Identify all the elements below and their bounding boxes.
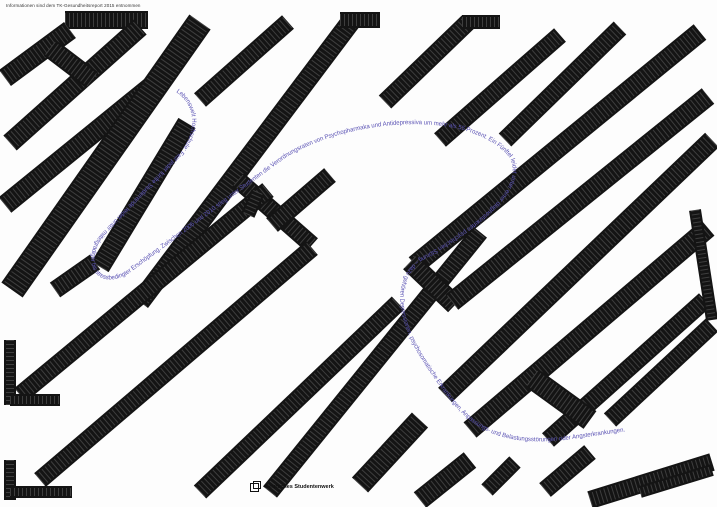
source-credit: Informationen sind dem TK-Gesundheitsrep… — [6, 3, 141, 8]
tape-strip — [266, 168, 336, 232]
tape-texture — [409, 25, 706, 272]
tape-texture — [415, 453, 475, 507]
tape-strip — [14, 183, 274, 402]
tape-texture — [50, 256, 100, 296]
tape-strip — [262, 226, 488, 498]
tape-texture — [353, 413, 427, 492]
tape-texture — [0, 23, 75, 85]
tape-strip — [463, 220, 715, 438]
tape-strip — [689, 209, 717, 321]
tape-texture — [243, 190, 263, 217]
tape-strip — [241, 189, 265, 218]
tape-strip — [603, 318, 717, 427]
tape-strip — [49, 254, 101, 298]
tape-strip — [413, 452, 477, 507]
tape-texture — [691, 209, 716, 321]
tape-strip — [378, 15, 475, 109]
tape-texture — [380, 16, 473, 108]
tape-strip — [638, 464, 714, 498]
tape-texture — [2, 15, 210, 297]
tape-strip — [408, 24, 707, 273]
tape-texture — [45, 41, 97, 87]
tape-strip — [43, 40, 99, 88]
tape-texture — [464, 221, 714, 437]
tape-texture — [446, 89, 714, 309]
nested-squares-logo-icon — [250, 481, 261, 492]
tape-texture — [233, 174, 317, 251]
tape-strip — [194, 15, 294, 107]
tape-texture — [435, 29, 565, 146]
tape-strip — [34, 241, 318, 487]
tape-texture — [500, 22, 625, 146]
tape-texture — [638, 466, 714, 496]
tape-strip — [587, 453, 715, 507]
tape-texture — [482, 457, 520, 495]
tape-strip — [434, 28, 566, 147]
logo: Deutsches Studentenwerk — [250, 481, 334, 492]
tape-texture — [267, 169, 335, 231]
tape-strip — [498, 21, 627, 147]
logo-text: Deutsches Studentenwerk — [265, 483, 334, 490]
tape-texture — [93, 118, 194, 272]
tape-strip — [1, 14, 211, 298]
tape-strip — [403, 254, 462, 313]
tape-strip — [193, 296, 405, 499]
tape-strip — [0, 21, 76, 87]
tape-texture — [195, 297, 403, 498]
tape-texture — [15, 184, 273, 401]
tape-texture — [439, 134, 717, 401]
tape-strip — [91, 117, 196, 273]
tape-strip — [3, 19, 147, 151]
tape-texture — [133, 15, 359, 307]
tape-strip — [539, 445, 596, 497]
tape-texture — [605, 319, 717, 426]
tape-strip — [481, 456, 521, 496]
tape-strip — [445, 88, 715, 310]
tape-strip — [351, 412, 429, 493]
tape-strip — [438, 132, 717, 403]
tape-strip — [525, 369, 597, 429]
